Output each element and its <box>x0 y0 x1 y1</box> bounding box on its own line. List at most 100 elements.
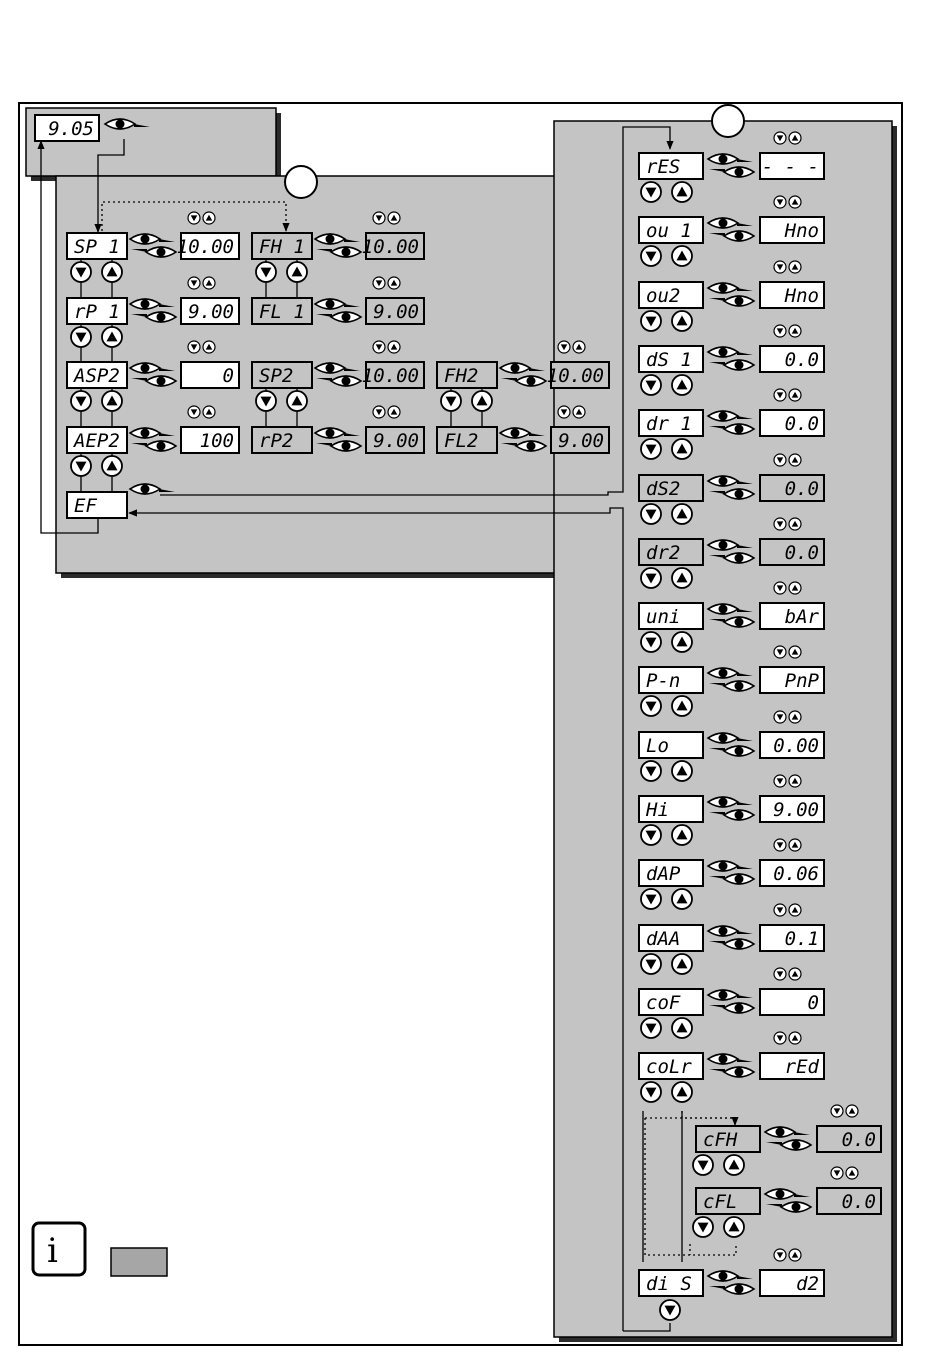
param-label-lo: Lo <box>646 735 669 757</box>
up-button-icon[interactable] <box>672 954 692 974</box>
nav-buttons-dis[interactable] <box>660 1300 680 1320</box>
down-button-icon[interactable] <box>71 391 91 411</box>
param-label-ou2: ou2 <box>646 285 680 307</box>
info-legend: i <box>33 1223 167 1276</box>
value-text-dap: 0.06 <box>773 863 819 885</box>
value-text-dr2: 0.0 <box>785 542 819 564</box>
hint-up-button-icon <box>789 904 801 916</box>
up-button-icon[interactable] <box>672 568 692 588</box>
param-label-asp2: ASP2 <box>73 365 120 387</box>
up-button-icon[interactable] <box>672 761 692 781</box>
up-button-icon[interactable] <box>102 391 122 411</box>
hint-up-button-icon <box>789 711 801 723</box>
value-text-cfh: 0.0 <box>842 1129 876 1151</box>
down-button-icon[interactable] <box>641 504 661 524</box>
down-button-icon[interactable] <box>641 568 661 588</box>
value-text-fl2: 9.00 <box>558 430 604 452</box>
hint-up-button-icon <box>203 406 215 418</box>
down-button-icon[interactable] <box>641 1018 661 1038</box>
up-button-icon[interactable] <box>672 1082 692 1102</box>
down-button-icon[interactable] <box>693 1155 713 1175</box>
up-button-icon[interactable] <box>672 696 692 716</box>
hint-down-button-icon <box>774 904 786 916</box>
value-text-dis: d2 <box>796 1273 819 1295</box>
hint-up-button-icon <box>789 582 801 594</box>
value-text-rp1: 9.00 <box>188 301 234 323</box>
value-text-ou2: Hno <box>784 285 819 307</box>
up-button-icon[interactable] <box>672 504 692 524</box>
hint-up-button-icon <box>388 212 400 224</box>
up-button-icon[interactable] <box>102 262 122 282</box>
hint-down-button-icon <box>774 325 786 337</box>
down-button-icon[interactable] <box>256 391 276 411</box>
down-button-icon[interactable] <box>71 327 91 347</box>
down-button-icon[interactable] <box>641 375 661 395</box>
down-button-icon[interactable] <box>71 262 91 282</box>
hint-up-button-icon <box>789 518 801 530</box>
hint-down-button-icon <box>188 406 200 418</box>
down-button-icon[interactable] <box>441 391 461 411</box>
hint-up-button-icon <box>203 212 215 224</box>
up-button-icon[interactable] <box>724 1217 744 1237</box>
down-button-icon[interactable] <box>256 262 276 282</box>
down-button-icon[interactable] <box>641 954 661 974</box>
param-label-fl1: FL 1 <box>259 301 305 323</box>
up-button-icon[interactable] <box>724 1155 744 1175</box>
up-button-icon[interactable] <box>472 391 492 411</box>
hint-down-button-icon <box>774 1032 786 1044</box>
param-label-cfl: cFL <box>703 1191 737 1213</box>
value-text-sp2: 10.00 <box>362 365 419 387</box>
info-icon <box>33 1223 85 1275</box>
hint-down-button-icon <box>558 406 570 418</box>
up-button-icon[interactable] <box>672 632 692 652</box>
param-label-dr2: dr2 <box>646 542 680 564</box>
hint-up-button-icon <box>789 261 801 273</box>
up-button-icon[interactable] <box>287 391 307 411</box>
hint-down-button-icon <box>188 277 200 289</box>
hint-up-button-icon <box>789 196 801 208</box>
down-button-icon[interactable] <box>641 182 661 202</box>
up-button-icon[interactable] <box>672 246 692 266</box>
value-text-fh1: 10.00 <box>362 236 419 258</box>
up-button-icon[interactable] <box>672 182 692 202</box>
down-button-icon[interactable] <box>641 696 661 716</box>
info-icon-glyph: i <box>47 1231 58 1271</box>
param-label-rp2: rP2 <box>259 430 293 452</box>
param-label-ds2: dS2 <box>646 478 680 500</box>
up-button-icon[interactable] <box>672 889 692 909</box>
down-button-icon[interactable] <box>641 889 661 909</box>
hint-up-button-icon <box>789 1032 801 1044</box>
down-button-icon[interactable] <box>641 1082 661 1102</box>
hint-up-button-icon <box>388 341 400 353</box>
up-button-icon[interactable] <box>672 375 692 395</box>
param-label-pn: P-n <box>646 670 680 692</box>
hint-down-button-icon <box>188 341 200 353</box>
up-button-icon[interactable] <box>672 439 692 459</box>
hint-down-button-icon <box>373 341 385 353</box>
up-button-icon[interactable] <box>672 1018 692 1038</box>
down-button-icon[interactable] <box>660 1300 680 1320</box>
param-label-dap: dAP <box>646 863 681 885</box>
hint-down-button-icon <box>558 341 570 353</box>
hint-up-button-icon <box>789 775 801 787</box>
down-button-icon[interactable] <box>641 439 661 459</box>
up-button-icon[interactable] <box>672 311 692 331</box>
hint-down-button-icon <box>774 839 786 851</box>
param-label-hi: Hi <box>645 799 669 821</box>
hint-up-button-icon <box>846 1167 858 1179</box>
up-button-icon[interactable] <box>102 456 122 476</box>
hint-down-button-icon <box>188 212 200 224</box>
down-button-icon[interactable] <box>641 246 661 266</box>
down-button-icon[interactable] <box>641 311 661 331</box>
value-text-lo: 0.00 <box>773 735 819 757</box>
up-button-icon[interactable] <box>672 825 692 845</box>
down-button-icon[interactable] <box>693 1217 713 1237</box>
down-button-icon[interactable] <box>641 761 661 781</box>
up-button-icon[interactable] <box>102 327 122 347</box>
hint-down-button-icon <box>774 646 786 658</box>
hint-up-button-icon <box>388 277 400 289</box>
down-button-icon[interactable] <box>641 632 661 652</box>
down-button-icon[interactable] <box>71 456 91 476</box>
up-button-icon[interactable] <box>287 262 307 282</box>
down-button-icon[interactable] <box>641 825 661 845</box>
